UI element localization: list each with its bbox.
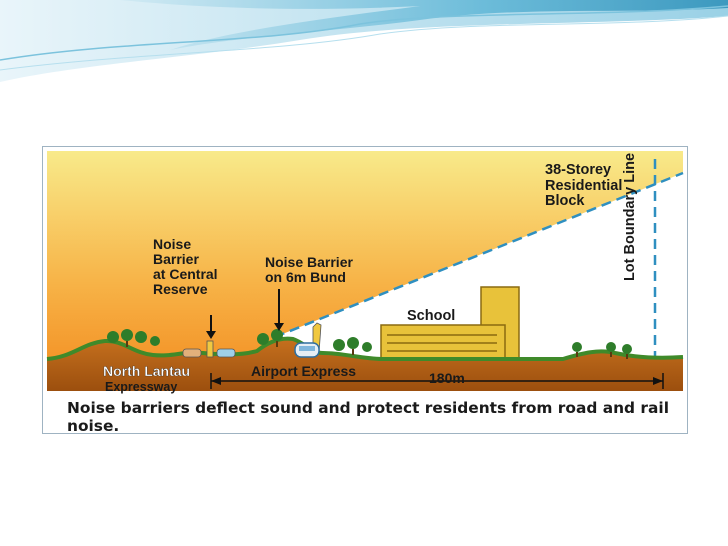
trees: [107, 329, 632, 354]
label-north-lantau: North Lantau: [103, 363, 191, 379]
header-wave-decoration: [0, 0, 728, 82]
diagram-illustration: [43, 147, 687, 395]
noise-barrier-diagram: Noise Barrier at Central Reserve Noise B…: [42, 146, 688, 434]
central-reserve-barrier: [206, 340, 214, 358]
label-expressway: Expressway: [105, 380, 178, 394]
label-distance: 180m: [429, 370, 465, 386]
label-noise-barrier-central-reserve: Noise Barrier at Central Reserve: [153, 236, 218, 298]
car-right: [216, 348, 236, 358]
car-left: [182, 348, 202, 358]
protected-zone: [275, 173, 683, 359]
diagram-caption: Noise barriers deflect sound and protect…: [67, 399, 669, 434]
label-airport-express: Airport Express: [251, 363, 357, 379]
label-school: School: [407, 308, 456, 324]
school-building: [380, 324, 506, 360]
label-residential-block: 38-Storey Residential Block: [545, 162, 623, 210]
ground-terrain: [47, 338, 683, 391]
tree-trunks: [126, 341, 628, 359]
label-noise-barrier-bund: Noise Barrier on 6m Bund: [265, 254, 353, 286]
sound-deflection-line: [274, 171, 684, 339]
